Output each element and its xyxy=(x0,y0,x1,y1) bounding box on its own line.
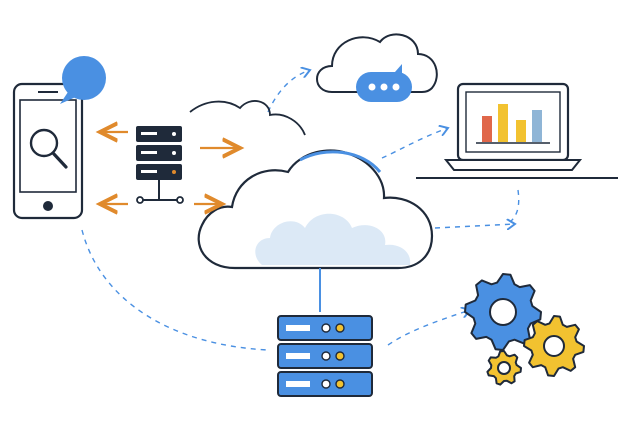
smartphone-icon xyxy=(12,82,84,220)
gear-large-icon xyxy=(464,273,542,351)
bar-chart-icon xyxy=(476,104,550,144)
orange-arrows xyxy=(100,132,240,204)
background-cloud-icon xyxy=(189,100,306,136)
connector-cloud-right xyxy=(434,224,515,228)
connector-laptop-to-cloud xyxy=(509,189,520,223)
server-unit xyxy=(277,315,373,341)
server-stack-icon xyxy=(277,315,373,397)
connector-server-to-gears xyxy=(387,310,470,346)
server-rack-icon xyxy=(136,126,184,204)
connector-cloud-to-laptop xyxy=(381,128,448,159)
connector-phone-to-server xyxy=(81,229,269,351)
chat-cloud-icon xyxy=(316,33,438,102)
dashed-connectors xyxy=(81,70,520,351)
gear-medium-icon xyxy=(523,315,585,377)
magnifier-icon xyxy=(29,128,68,169)
connector-phone-to-chat-cloud xyxy=(267,70,310,113)
phone-home-button-icon xyxy=(43,201,53,211)
chat-bubble-icon xyxy=(60,56,106,104)
laptop-icon xyxy=(416,82,618,179)
gear-small-icon xyxy=(486,350,522,386)
server-unit xyxy=(277,371,373,397)
server-unit xyxy=(277,343,373,369)
main-cloud-icon xyxy=(197,149,434,312)
gears-icon xyxy=(464,273,585,386)
